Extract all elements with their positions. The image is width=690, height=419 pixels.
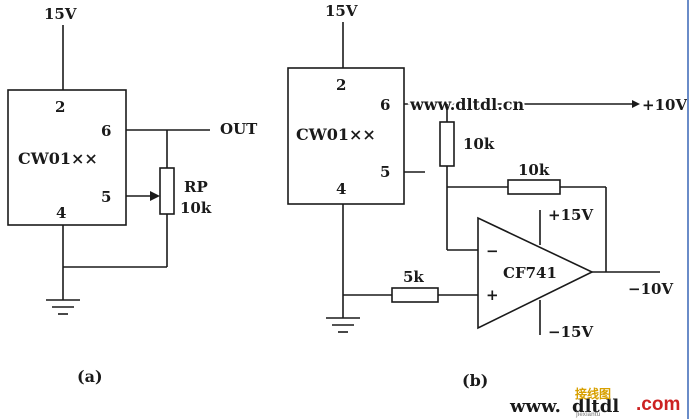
pot-wiper-arrow-icon [150,191,160,201]
pin5-label-b: 5 [380,163,390,181]
caption-a: (a) [77,367,103,386]
opamp-label: CF741 [503,264,557,282]
watermark-logo-text: 接线图 [575,386,611,401]
chip-label-b: CW01×× [296,125,376,144]
regulator-chip-a [7,89,127,226]
pin4-label-b: 4 [336,180,346,198]
watermark-mid: dltdl [572,396,619,417]
output-pos-label: +10V [642,96,687,114]
circuit-b: 15V 2 6 CW01×× 5 4 www.dltdl.cn +10V 10k… [287,2,687,390]
watermark-right: .com [636,394,680,415]
opamp-plus-sign: + [486,286,499,304]
chip-label-a: CW01×× [18,149,98,168]
opamp-vpos-label: +15V [548,206,593,224]
regulator-chip-b [287,67,405,205]
pin4-label-a: 4 [56,204,66,222]
resistor-input [391,287,439,303]
footer-watermark: www. dltdl .com 接线图 jiexiantu [509,386,680,418]
pin6-label-a: 6 [101,122,111,140]
supply-label-a: 15V [44,5,77,23]
opamp-vneg-label: −15V [548,323,593,341]
caption-b: (b) [462,371,488,390]
resistor-series [439,121,455,167]
output-pos-arrow-icon [632,100,640,108]
ground-icon [46,299,80,315]
output-neg-label: −10V [628,280,673,298]
watermark-left: www. [509,396,561,417]
watermark-url-mid: www.dltdl.cn [409,95,525,114]
r-series-label: 10k [463,135,495,153]
circuit-a: 15V 2 6 CW01×× 5 4 OUT RP 10k (a) [7,5,258,386]
pin2-label-b: 2 [336,76,346,94]
r-input-label: 5k [403,268,424,286]
potentiometer-rp [159,167,175,215]
opamp-cf741 [477,216,594,330]
supply-label-b: 15V [325,2,358,20]
ground-icon [326,317,360,333]
pot-name-label: RP [184,178,208,196]
pin6-label-b: 6 [380,96,390,114]
pin2-label-a: 2 [55,98,65,116]
output-label-a: OUT [220,120,258,138]
pin5-label-a: 5 [101,188,111,206]
pot-value-label: 10k [180,199,212,217]
resistor-feedback [507,179,561,195]
watermark-logo-sub: jiexiantu [575,412,601,418]
opamp-minus-sign: − [486,242,499,260]
r-feedback-label: 10k [518,161,550,179]
